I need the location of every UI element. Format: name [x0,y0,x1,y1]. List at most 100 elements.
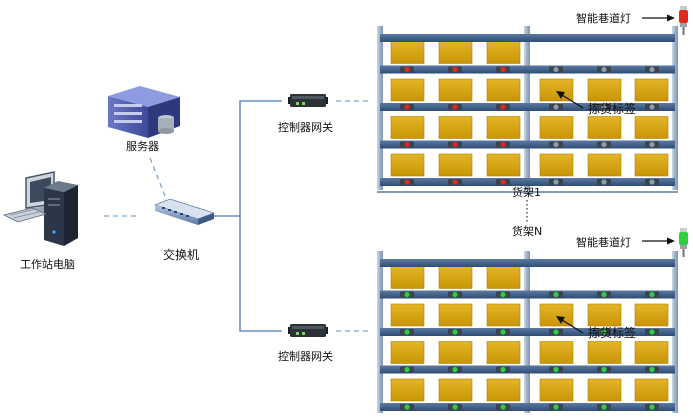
pick-tag-led [601,404,607,410]
pick-tag-led [452,291,458,298]
lane-light-icon [679,228,688,257]
box [390,266,425,289]
pick-tag-led [500,179,506,185]
box [587,303,622,327]
pick-tag-led [500,141,506,148]
pick-tag-led [452,66,458,73]
box [539,153,574,177]
pick-tag-led [553,179,559,185]
pick-tag-led [500,329,506,335]
pick-tag-led [649,66,655,73]
pick-tag-led [404,366,410,373]
link-switch-gateway-bottom [239,216,282,332]
rack-beam [380,259,527,267]
pick-tag-led [553,104,559,110]
pick-tag-led [500,291,506,298]
box [390,153,425,177]
box [438,303,473,327]
pick-tag-led [500,104,506,110]
rack-beam [527,259,675,267]
pick-tag-led [649,291,655,298]
box [587,78,622,102]
box [438,116,473,139]
box [390,341,425,364]
box [438,341,473,364]
pick-tag-led [553,366,559,373]
pick-tag-led [649,366,655,373]
pick-tag-led [553,141,559,148]
pick-tag-led [452,104,458,110]
rack-n-label: 货架N [512,225,543,238]
box [390,303,425,327]
gateway-icon [288,94,328,107]
box [634,378,669,402]
box [539,303,574,327]
pick-tag-led [601,66,607,73]
box [587,378,622,402]
gateway-bottom-label: 控制器网关 [278,350,333,363]
gateway-icon [288,324,328,337]
pick-tag-led [452,329,458,335]
pick-tag-led [404,329,410,335]
pick-tag-led [404,404,410,410]
pick-tag-led [404,66,410,73]
arrow-icon [642,14,675,22]
box [438,378,473,402]
box [390,41,425,64]
box [390,78,425,102]
pick-tag-led [404,179,410,185]
arrow-icon [556,91,584,109]
box [634,303,669,327]
pick-tag-led [649,179,655,185]
box [438,41,473,64]
pick-tag-bottom-label: 拣货标签 [588,326,637,340]
pick-tag-led [601,291,607,298]
box [539,78,574,102]
pick-tag-led [553,404,559,410]
box [587,116,622,139]
pick-tag-led [601,179,607,185]
workstation-label: 工作站电脑 [20,258,75,271]
rack-1 [377,26,678,193]
pick-tag-led [500,404,506,410]
box [634,153,669,177]
box [587,153,622,177]
gateway-top-label: 控制器网关 [278,121,333,134]
pick-tag-led [553,291,559,298]
pick-tag-led [601,329,607,335]
box [486,378,521,402]
box [634,78,669,102]
box [486,153,521,177]
connection-lines [104,100,528,332]
rack-beam [380,34,527,42]
box [539,341,574,364]
pick-tag-led [601,141,607,148]
link-switch-gateways [214,100,282,217]
switch-label: 交换机 [163,248,200,262]
arrow-icon [642,237,675,245]
pc-tower-icon [44,181,78,246]
pick-tag-led [452,141,458,148]
pick-tag-led [452,404,458,410]
box [539,116,574,139]
box [486,116,521,139]
pick-tag-led [404,291,410,298]
box [634,341,669,364]
box [486,341,521,364]
server-icon [108,86,180,138]
box [390,116,425,139]
rack-beam [527,34,675,42]
pick-tag-led [404,141,410,148]
box [486,78,521,102]
rack-n [377,251,678,417]
link-server-switch [149,157,166,197]
pick-tag-led [404,104,410,110]
arrow-icon [556,316,584,334]
box [634,116,669,139]
pick-tag-led [553,329,559,335]
box [390,378,425,402]
pick-tag-led [553,66,559,73]
pick-tag-led [500,66,506,73]
